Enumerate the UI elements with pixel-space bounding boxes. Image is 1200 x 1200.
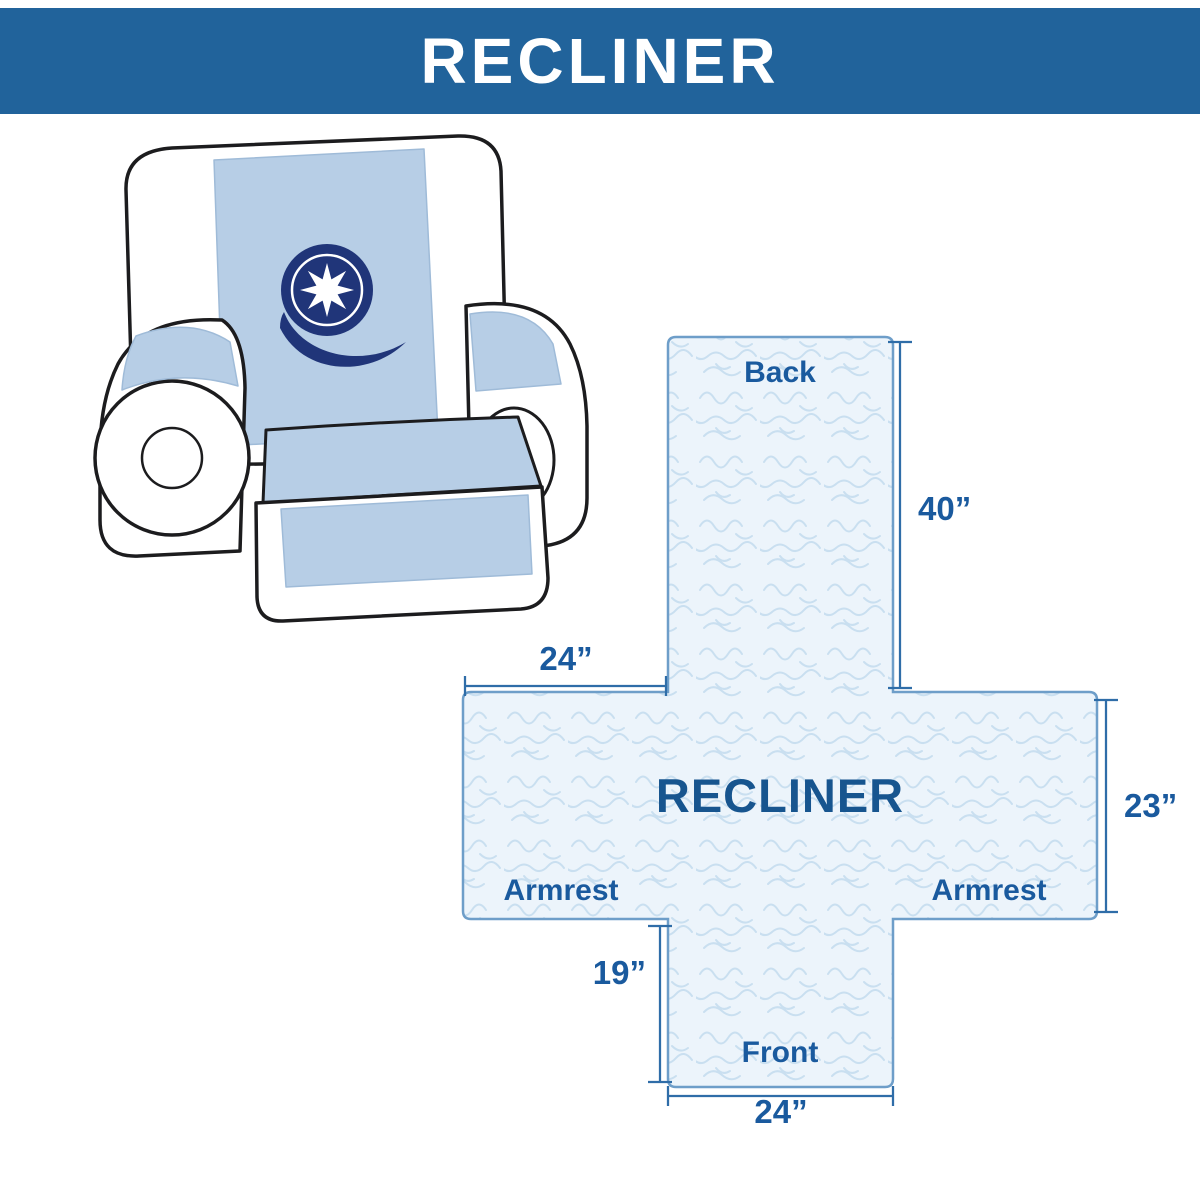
back-section-label: Back	[744, 356, 816, 389]
front-width-dimension: 24”	[754, 1093, 807, 1130]
chair-right-armrest-cover	[469, 311, 562, 392]
header-banner: RECLINER	[0, 8, 1200, 114]
armrest-width-dimension: 24”	[539, 640, 592, 677]
armrest-right-label: Armrest	[931, 874, 1046, 907]
front-height-dimension: 19”	[593, 954, 646, 991]
diagram-center-label: RECLINER	[656, 769, 904, 822]
chair-left-armrest-cover	[121, 326, 239, 391]
starburst-q-logo-icon	[280, 244, 406, 367]
dim-line-front-width	[666, 1086, 895, 1106]
dim-line-armrest-height	[1094, 698, 1118, 914]
dim-line-front-height	[648, 924, 672, 1084]
armrest-height-dimension: 23”	[1124, 787, 1177, 824]
chair-left-arm-roll-center	[140, 426, 204, 490]
cover-dimension-diagram: Back Armrest Armrest Front RECLINER 40” …	[461, 335, 1177, 1130]
front-section-label: Front	[742, 1036, 819, 1069]
dim-line-back-height	[888, 340, 912, 690]
cover-outline-shape	[461, 335, 1099, 1089]
page-title: RECLINER	[420, 25, 780, 97]
chair-front-cover-flap	[280, 494, 533, 588]
dim-line-armrest-width	[463, 676, 668, 696]
armrest-left-label: Armrest	[503, 874, 618, 907]
back-height-dimension: 40”	[918, 490, 971, 527]
recliner-illustration	[93, 134, 589, 623]
